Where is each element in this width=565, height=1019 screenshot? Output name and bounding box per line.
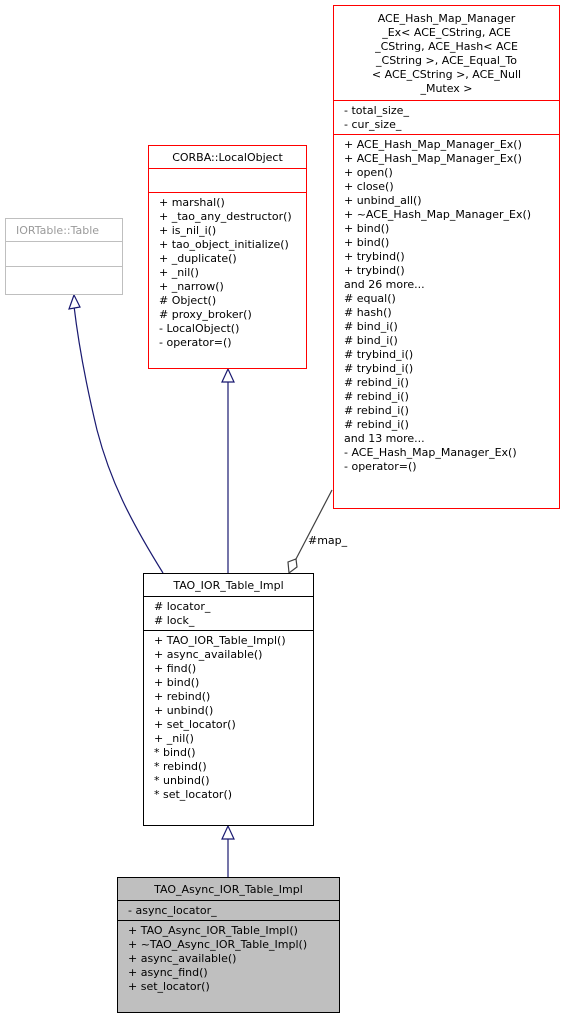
class-method: * bind() [154, 746, 196, 759]
class-method: - operator=() [159, 336, 232, 349]
class-title-line: < ACE_CString >, ACE_Null [371, 68, 522, 81]
class-title: TAO_IOR_Table_Impl [173, 579, 284, 592]
class-method: # proxy_broker() [159, 308, 252, 321]
class-method: + marshal() [159, 196, 225, 209]
class-method: # bind_i() [344, 320, 398, 333]
class-method: + trybind() [344, 264, 405, 277]
class-method: # rebind_i() [344, 376, 409, 389]
class-method: # bind_i() [344, 334, 398, 347]
class-method: + set_locator() [128, 980, 210, 993]
class-method: * set_locator() [154, 788, 233, 801]
methods-section: + TAO_Async_IOR_Table_Impl()+ ~TAO_Async… [118, 920, 339, 996]
class-local-object[interactable]: CORBA::LocalObject + marshal()+ _tao_any… [148, 145, 307, 369]
class-method: + ACE_Hash_Map_Manager_Ex() [344, 152, 522, 165]
class-method: + tao_object_initialize() [159, 238, 289, 251]
class-attribute: - total_size_ [344, 104, 409, 117]
class-method: * rebind() [154, 760, 207, 773]
class-attribute: - async_locator_ [128, 904, 217, 917]
class-method: # rebind_i() [344, 404, 409, 417]
class-method: + open() [344, 166, 393, 179]
class-title-line: _Mutex > [420, 82, 473, 95]
class-ior-table[interactable]: IORTable::Table [5, 218, 123, 295]
class-method: # trybind_i() [344, 348, 414, 361]
inheritance-arrow-ior-table-impl [221, 824, 235, 840]
class-method: - LocalObject() [159, 322, 240, 335]
class-method: * unbind() [154, 774, 210, 787]
class-method: # equal() [344, 292, 396, 305]
attributes-section: # locator_# lock_ [144, 596, 313, 630]
class-method: + _tao_any_destructor() [159, 210, 292, 223]
class-attribute: # locator_ [154, 600, 211, 613]
methods-section: + ACE_Hash_Map_Manager_Ex()+ ACE_Hash_Ma… [334, 134, 559, 476]
class-method: + async_available() [154, 648, 263, 661]
class-method: + bind() [154, 676, 200, 689]
class-method: + unbind_all() [344, 194, 422, 207]
class-title: TAO_Async_IOR_Table_Impl [154, 883, 303, 896]
class-title-line: _CString >, ACE_Equal_To [376, 54, 517, 67]
class-method: + TAO_IOR_Table_Impl() [154, 634, 286, 647]
class-method: + ~TAO_Async_IOR_Table_Impl() [128, 938, 308, 951]
class-attribute: # lock_ [154, 614, 195, 627]
class-method: + find() [154, 662, 197, 675]
class-method: - operator=() [344, 460, 417, 473]
class-method: + ACE_Hash_Map_Manager_Ex() [344, 138, 522, 151]
class-tao-async-ior-table-impl[interactable]: TAO_Async_IOR_Table_Impl - async_locator… [117, 877, 340, 1013]
class-method: # rebind_i() [344, 390, 409, 403]
class-hash-map-manager[interactable]: ACE_Hash_Map_Manager_Ex< ACE_CString, AC… [333, 5, 560, 509]
class-method: # Object() [159, 294, 217, 307]
methods-section: + TAO_IOR_Table_Impl()+ async_available(… [144, 630, 313, 804]
class-method: + _nil() [154, 732, 194, 745]
composition-edge-map [295, 489, 333, 560]
class-method: + set_locator() [154, 718, 236, 731]
composition-diamond-map [287, 558, 298, 575]
inheritance-arrow-local-object [221, 367, 235, 383]
class-method: + unbind() [154, 704, 214, 717]
methods-section [6, 266, 122, 292]
class-title-line: _CString, ACE_Hash< ACE [375, 40, 518, 53]
class-method: # trybind_i() [344, 362, 414, 375]
class-title: IORTable::Table [16, 224, 100, 237]
methods-section: + marshal()+ _tao_any_destructor()+ is_n… [149, 192, 306, 352]
class-title: CORBA::LocalObject [172, 151, 283, 164]
inheritance-arrow-ior-table [68, 293, 81, 310]
class-title-line: ACE_Hash_Map_Manager [377, 12, 516, 25]
attributes-section [6, 241, 122, 266]
class-method: + bind() [344, 236, 390, 249]
attributes-section: - async_locator_ [118, 900, 339, 920]
class-title: ACE_Hash_Map_Manager_Ex< ACE_CString, AC… [334, 6, 559, 100]
class-method: + is_nil_i() [159, 224, 217, 237]
class-method: and 13 more... [344, 432, 425, 445]
class-title-line: _Ex< ACE_CString, ACE [382, 26, 511, 39]
class-method: + trybind() [344, 250, 405, 263]
inheritance-edge-ior-table [73, 305, 164, 574]
class-method: + TAO_Async_IOR_Table_Impl() [128, 924, 298, 937]
class-method: + _narrow() [159, 280, 224, 293]
map-edge-label: #map_ [308, 534, 348, 547]
class-method: - ACE_Hash_Map_Manager_Ex() [344, 446, 517, 459]
class-method: # hash() [344, 306, 392, 319]
class-method: + async_find() [128, 966, 208, 979]
class-method: # rebind_i() [344, 418, 409, 431]
class-method: + close() [344, 180, 394, 193]
class-method: + _nil() [159, 266, 199, 279]
class-method: + bind() [344, 222, 390, 235]
class-method: and 26 more... [344, 278, 425, 291]
class-method: + rebind() [154, 690, 211, 703]
class-attribute: - cur_size_ [344, 118, 402, 131]
class-method: + async_available() [128, 952, 237, 965]
attributes-section: - total_size_- cur_size_ [334, 100, 559, 134]
class-tao-ior-table-impl[interactable]: TAO_IOR_Table_Impl # locator_# lock_ + T… [143, 573, 314, 826]
class-method: + ~ACE_Hash_Map_Manager_Ex() [344, 208, 532, 221]
class-method: + _duplicate() [159, 252, 237, 265]
attributes-section [149, 168, 306, 192]
